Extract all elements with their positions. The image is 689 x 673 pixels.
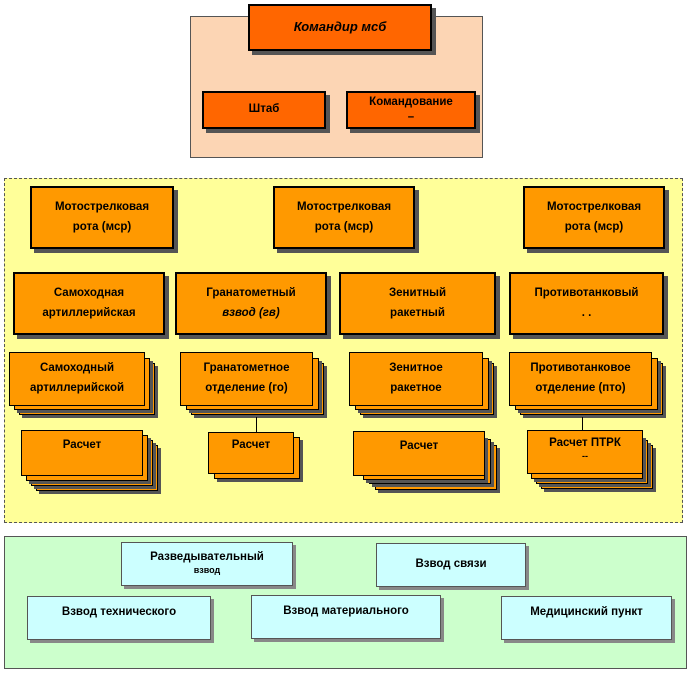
platoon-4-line1: Противотанковый bbox=[534, 286, 639, 299]
company-box-1: Мотострелковая рота (мср) bbox=[30, 186, 174, 249]
command-box: Командование – bbox=[346, 91, 476, 129]
medical-label: Медицинский пункт bbox=[530, 606, 643, 618]
tech-label: Взвод технического bbox=[61, 606, 177, 618]
recon-tail: взвод bbox=[193, 565, 221, 576]
recon-platoon-box: Разведывательный взвод bbox=[121, 542, 293, 586]
section-box-sp-artillery: Самоходный артиллерийской bbox=[9, 352, 145, 406]
company-box-3: Мотострелковая рота (мср) bbox=[523, 186, 665, 249]
connector-line-4 bbox=[582, 417, 583, 433]
commander-label: Командир мсб bbox=[293, 19, 387, 35]
platoon-2-line2: взвод (гв) bbox=[222, 306, 280, 319]
platoon-3-line2: ракетный bbox=[390, 306, 445, 319]
crew-3-line1: Расчет bbox=[399, 440, 439, 452]
section-3-line2: ракетное bbox=[390, 382, 442, 394]
company-2-line1: Мотострелковая bbox=[296, 200, 392, 213]
section-1-line2: артиллерийской bbox=[29, 382, 125, 394]
medical-point-box: Медицинский пункт bbox=[501, 596, 672, 640]
material-label: Взвод материального bbox=[283, 605, 409, 617]
crew-box-3: Расчет bbox=[353, 431, 485, 476]
section-box-air-defense: Зенитное ракетное bbox=[349, 352, 483, 406]
crew-box-antitank: Расчет ПТРК -- bbox=[527, 430, 643, 474]
platoon-box-air-defense: Зенитный ракетный bbox=[339, 272, 496, 335]
platoon-1-line1: Самоходная bbox=[53, 286, 125, 299]
section-2-line2: отделение (го) bbox=[205, 382, 288, 394]
section-1-line1: Самоходный bbox=[39, 362, 115, 375]
commander-box: Командир мсб bbox=[248, 4, 432, 51]
recon-label: Разведывательный bbox=[150, 551, 264, 563]
platoon-3-line1: Зенитный bbox=[388, 286, 447, 299]
company-1-line1: Мотострелковая bbox=[54, 200, 150, 213]
crew-4-line2: -- bbox=[582, 450, 588, 461]
crew-1-line1: Расчет bbox=[62, 439, 102, 451]
platoon-box-antitank: Противотанковый . . bbox=[509, 272, 664, 335]
section-4-line1: Противотанковое bbox=[530, 362, 631, 375]
material-platoon-box: Взвод материального bbox=[251, 595, 441, 639]
platoon-4-line2: . . bbox=[581, 306, 592, 319]
platoon-box-sp-artillery: Самоходная артиллерийская bbox=[13, 272, 165, 335]
company-2-line2: рота (мср) bbox=[314, 220, 374, 233]
tech-platoon-box: Взвод технического bbox=[27, 596, 211, 640]
crew-box-1: Расчет bbox=[21, 430, 143, 476]
crew-4-line1: Расчет ПТРК bbox=[549, 437, 621, 449]
company-3-line1: Мотострелковая bbox=[546, 200, 642, 213]
staff-label: Штаб bbox=[248, 103, 280, 116]
company-box-2: Мотострелковая рота (мср) bbox=[273, 186, 415, 249]
section-3-line1: Зенитное bbox=[389, 362, 443, 375]
crew-box-2: Расчет bbox=[208, 432, 294, 474]
staff-box: Штаб bbox=[202, 91, 326, 129]
platoon-1-line2: артиллерийская bbox=[42, 306, 136, 319]
crew-2-line1: Расчет bbox=[231, 439, 271, 451]
company-1-line2: рота (мср) bbox=[72, 220, 132, 233]
platoon-2-line1: Гранатометный bbox=[206, 286, 296, 299]
company-3-line2: рота (мср) bbox=[564, 220, 624, 233]
section-4-line2: отделение (пто) bbox=[535, 382, 626, 394]
command-label: Командование bbox=[369, 96, 453, 109]
connector-line-2 bbox=[256, 417, 257, 433]
command-tail: – bbox=[407, 111, 415, 123]
signal-platoon-box: Взвод связи bbox=[376, 543, 526, 587]
section-box-antitank: Противотанковое отделение (пто) bbox=[509, 352, 652, 406]
section-2-line1: Гранатометное bbox=[203, 362, 290, 375]
section-box-grenade: Гранатометное отделение (го) bbox=[180, 352, 313, 406]
signal-label: Взвод связи bbox=[415, 558, 487, 571]
platoon-box-grenade: Гранатометный взвод (гв) bbox=[175, 272, 327, 335]
